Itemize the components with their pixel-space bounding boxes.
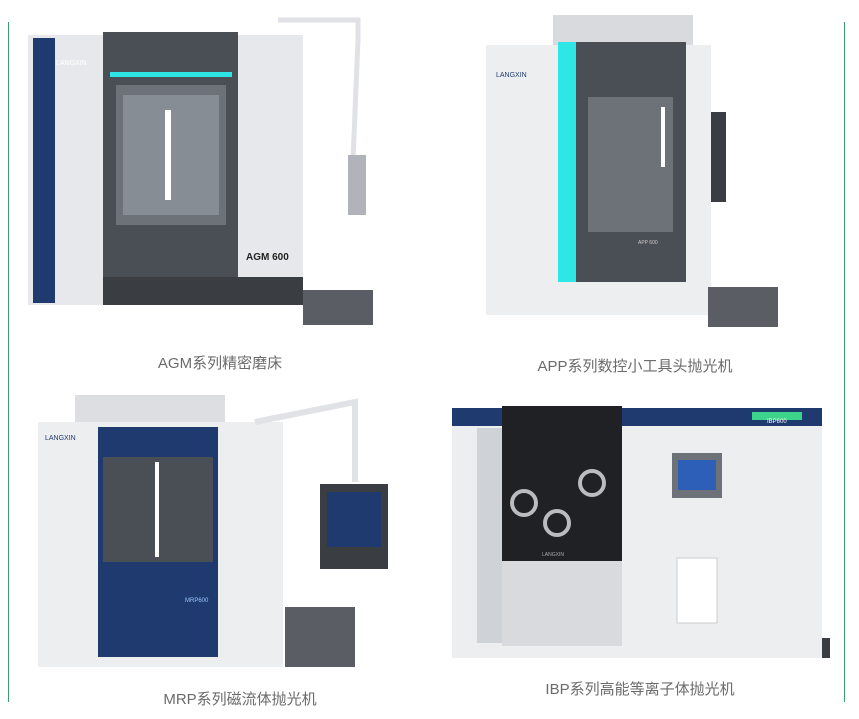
mrp-machine-image: LANGXIN MRP600 bbox=[38, 395, 388, 667]
ibp-logo: LANGXIN bbox=[542, 552, 564, 558]
ibp-machine-image: IBP600 LANGXIN bbox=[452, 406, 830, 658]
app-machine-image: LANGXIN APP 600 bbox=[486, 15, 778, 327]
agm-machine-image: AGM 600 LANGXIN bbox=[28, 17, 373, 325]
product-mrp[interactable]: LANGXIN MRP600 bbox=[35, 392, 415, 677]
app-model-label: APP 600 bbox=[638, 240, 658, 246]
product-app[interactable]: LANGXIN APP 600 bbox=[478, 12, 796, 337]
frame-left-line bbox=[8, 22, 9, 702]
caption-app: APP系列数控小工具头抛光机 bbox=[537, 358, 733, 375]
caption-agm: AGM系列精密磨床 bbox=[157, 355, 283, 372]
agm-model-label: AGM 600 bbox=[246, 252, 289, 263]
mrp-model-label: MRP600 bbox=[185, 598, 209, 604]
frame-right-line bbox=[844, 22, 845, 702]
app-logo: LANGXIN bbox=[496, 72, 527, 79]
caption-ibp: IBP系列高能等离子体抛光机 bbox=[545, 681, 735, 698]
product-agm[interactable]: AGM 600 LANGXIN bbox=[28, 10, 398, 335]
mrp-logo: LANGXIN bbox=[45, 435, 76, 442]
agm-logo: LANGXIN bbox=[56, 60, 87, 67]
ibp-model-label: IBP600 bbox=[767, 419, 787, 425]
caption-mrp: MRP系列磁流体抛光机 bbox=[163, 691, 317, 708]
product-ibp[interactable]: IBP600 LANGXIN bbox=[442, 398, 830, 668]
